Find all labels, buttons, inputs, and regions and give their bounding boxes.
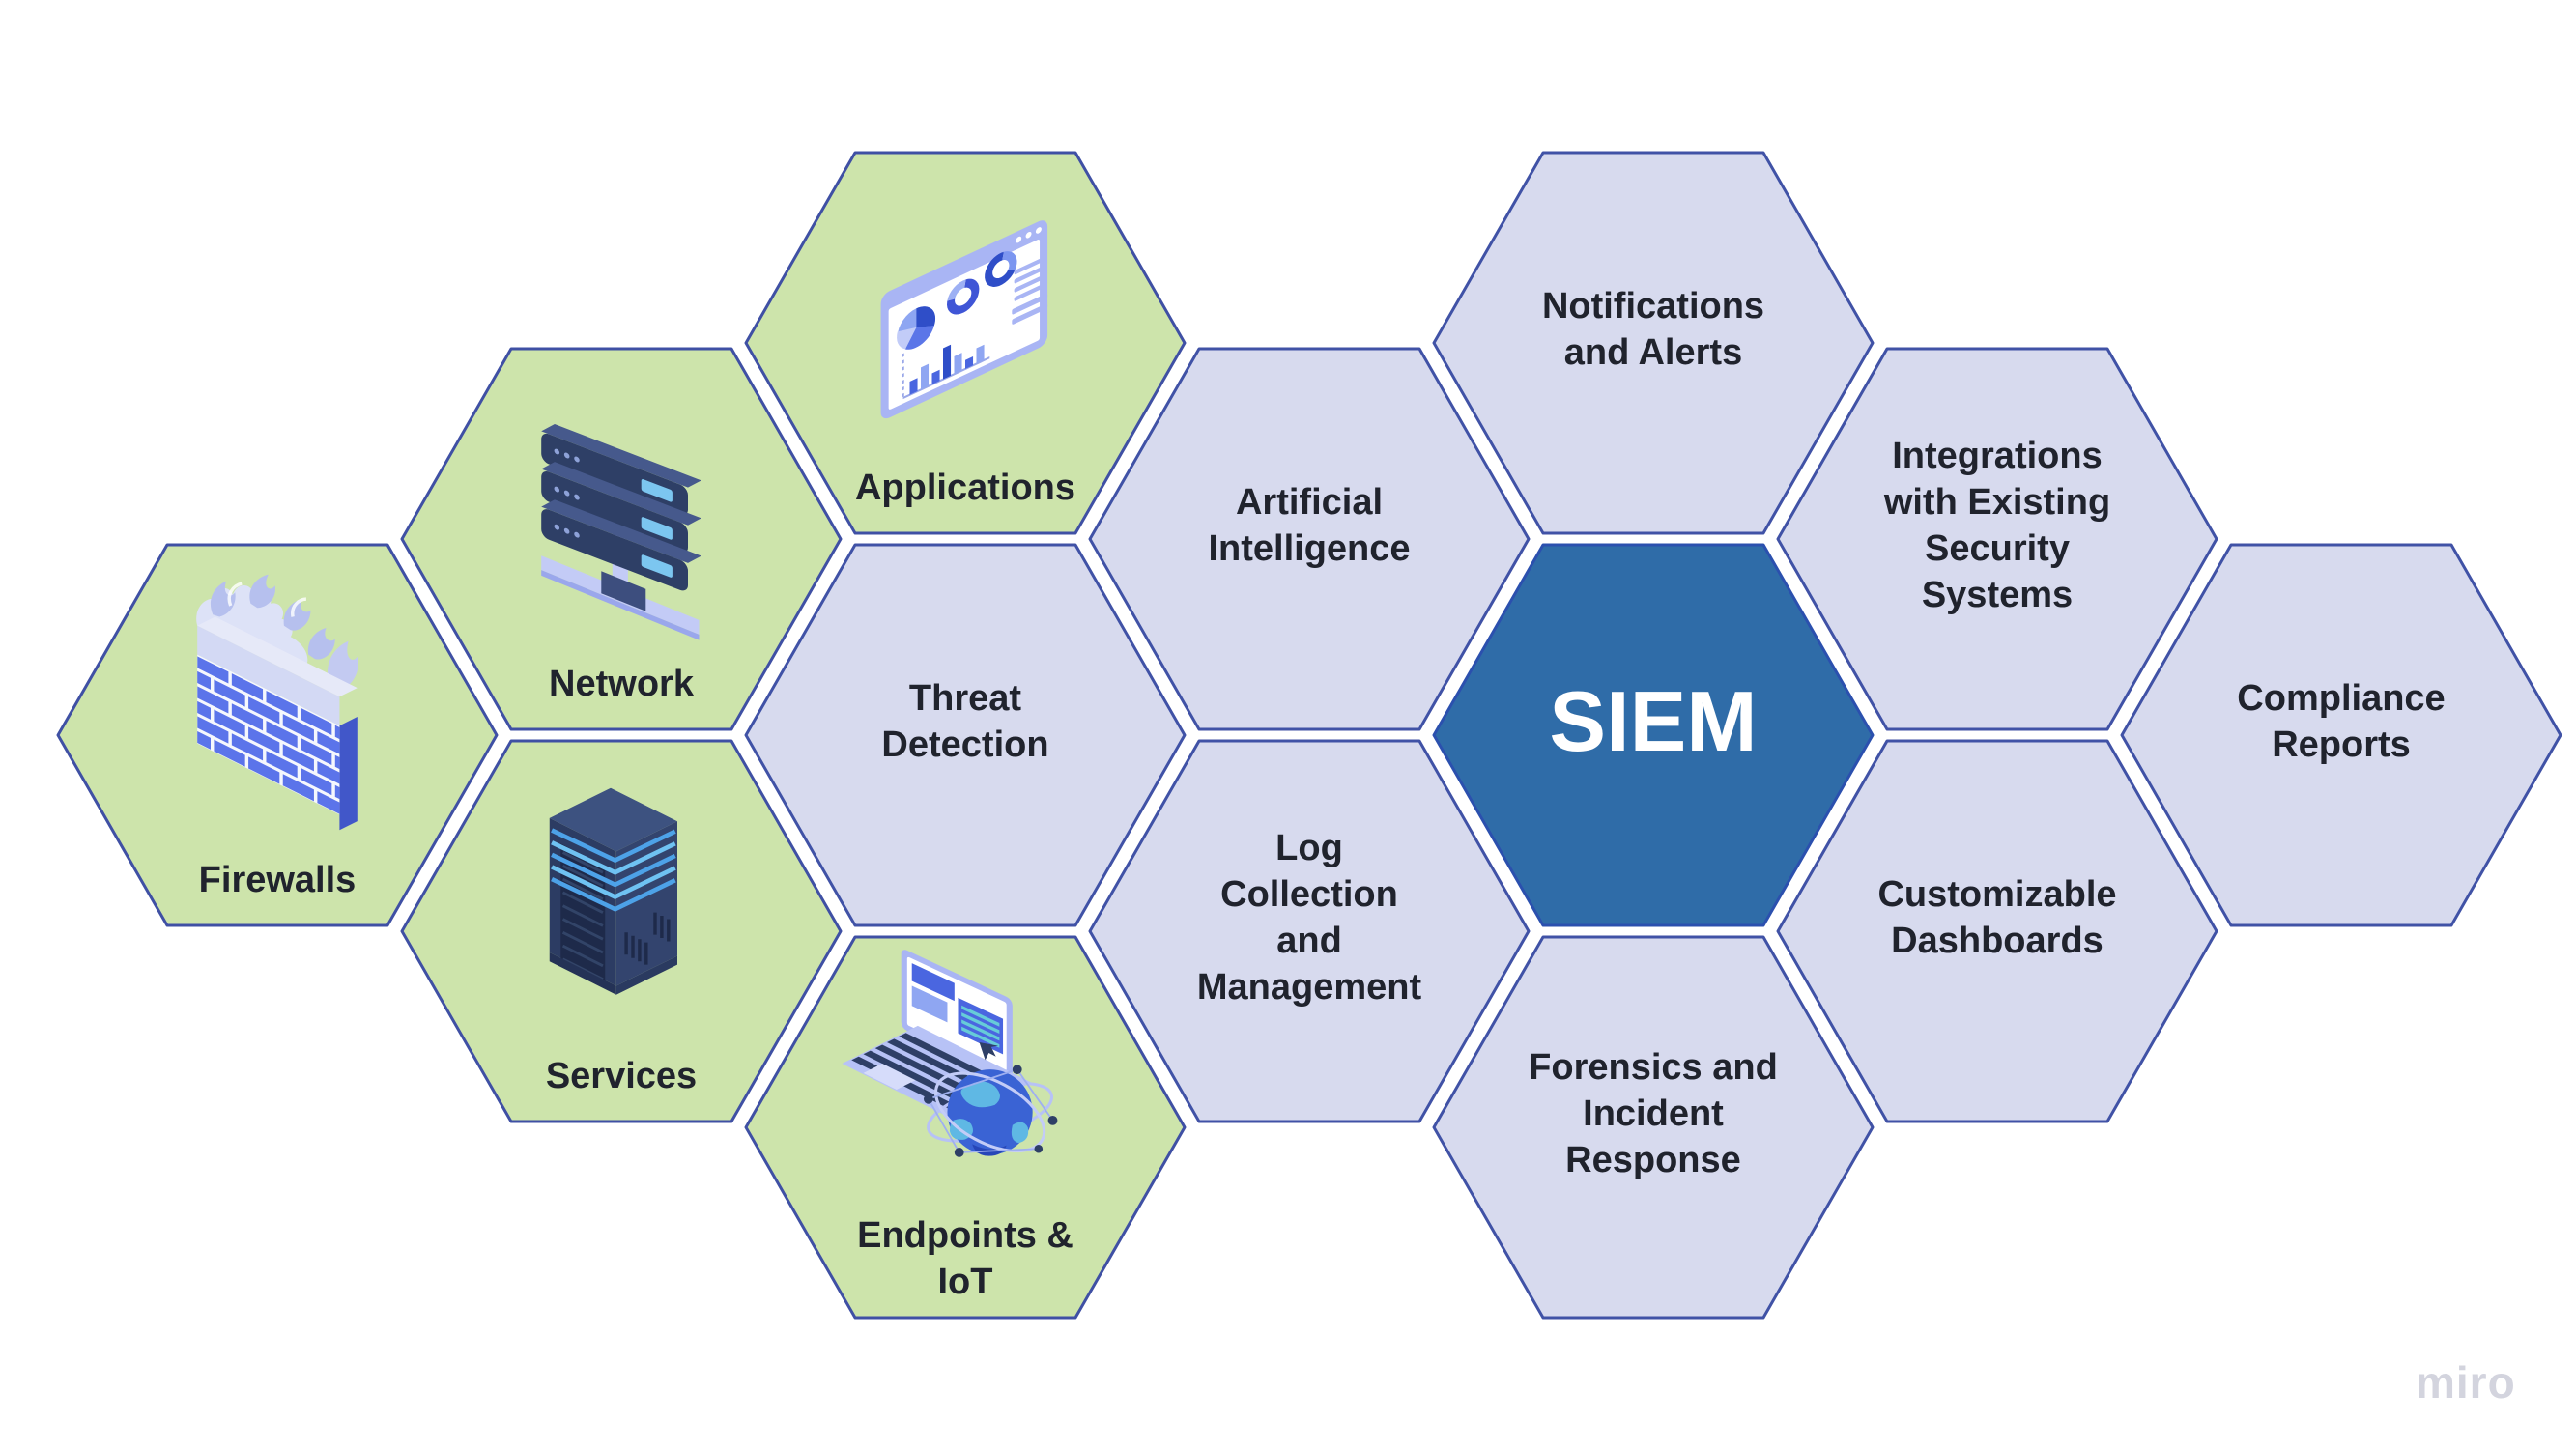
- hex-label-network: Network: [549, 664, 694, 704]
- hex-artificial-intelligence[interactable]: Artificial Intelligence: [1087, 346, 1531, 732]
- server-stack-icon: [510, 413, 732, 640]
- hexagon-shape: [1776, 347, 2218, 731]
- hex-label-customizable-dashboards: Customizable Dashboards: [1877, 874, 2117, 961]
- hex-services[interactable]: Services: [399, 738, 844, 1124]
- hex-integrations-existing-security[interactable]: Integrations with Existing Security Syst…: [1775, 346, 2219, 732]
- hex-label-notifications-alerts: Notifications and Alerts: [1541, 286, 1765, 373]
- hex-threat-detection[interactable]: Threat Detection: [743, 542, 1188, 928]
- hex-forensics-incident-response[interactable]: Forensics and Incident Response: [1431, 934, 1875, 1321]
- hexagon-shape: [1088, 739, 1531, 1123]
- hex-firewalls[interactable]: Firewalls: [55, 542, 500, 928]
- hex-label-log-collection-management: Log Collection and Management: [1196, 828, 1422, 1008]
- hexagon-shape: [1432, 543, 1875, 927]
- hexagon-shape: [1088, 347, 1531, 731]
- hexagon-shape: [2120, 543, 2562, 927]
- hex-label-forensics-incident-response: Forensics and Incident Response: [1529, 1047, 1778, 1180]
- hexagon-shape: [1432, 935, 1875, 1320]
- hex-compliance-reports[interactable]: Compliance Reports: [2119, 542, 2563, 928]
- hex-label-artificial-intelligence: Artificial Intelligence: [1208, 482, 1411, 569]
- dashboard-window-icon: [854, 188, 1076, 419]
- miro-watermark: miro: [2416, 1357, 2516, 1407]
- hex-label-siem: SIEM: [1549, 673, 1758, 769]
- hex-label-threat-detection: Threat Detection: [881, 678, 1049, 765]
- firewall-icon: [166, 574, 388, 831]
- hex-label-services: Services: [545, 1056, 698, 1096]
- hexagon-shape: [1432, 151, 1875, 535]
- hex-label-integrations-existing-security: Integrations with Existing Security Syst…: [1883, 436, 2111, 615]
- hex-customizable-dashboards[interactable]: Customizable Dashboards: [1775, 738, 2219, 1124]
- hex-log-collection-management[interactable]: Log Collection and Management: [1087, 738, 1531, 1124]
- hex-label-endpoints-iot: Endpoints & IoT: [857, 1215, 1073, 1302]
- hex-label-compliance-reports: Compliance Reports: [2237, 678, 2446, 765]
- hex-network[interactable]: Network: [399, 346, 844, 732]
- server-tower-icon: [500, 775, 722, 997]
- hexagon-shape: [1776, 739, 2218, 1123]
- hex-applications[interactable]: Applications: [743, 150, 1188, 536]
- hex-label-firewalls: Firewalls: [198, 860, 357, 900]
- hex-endpoints-iot[interactable]: Endpoints & IoT: [743, 934, 1188, 1321]
- hex-siem-center[interactable]: SIEM: [1431, 542, 1875, 928]
- hex-label-applications: Applications: [854, 468, 1076, 508]
- laptop-globe-icon: [840, 948, 1076, 1184]
- hexagon-shape: [744, 543, 1187, 927]
- hex-notifications-alerts[interactable]: Notifications and Alerts: [1431, 150, 1875, 536]
